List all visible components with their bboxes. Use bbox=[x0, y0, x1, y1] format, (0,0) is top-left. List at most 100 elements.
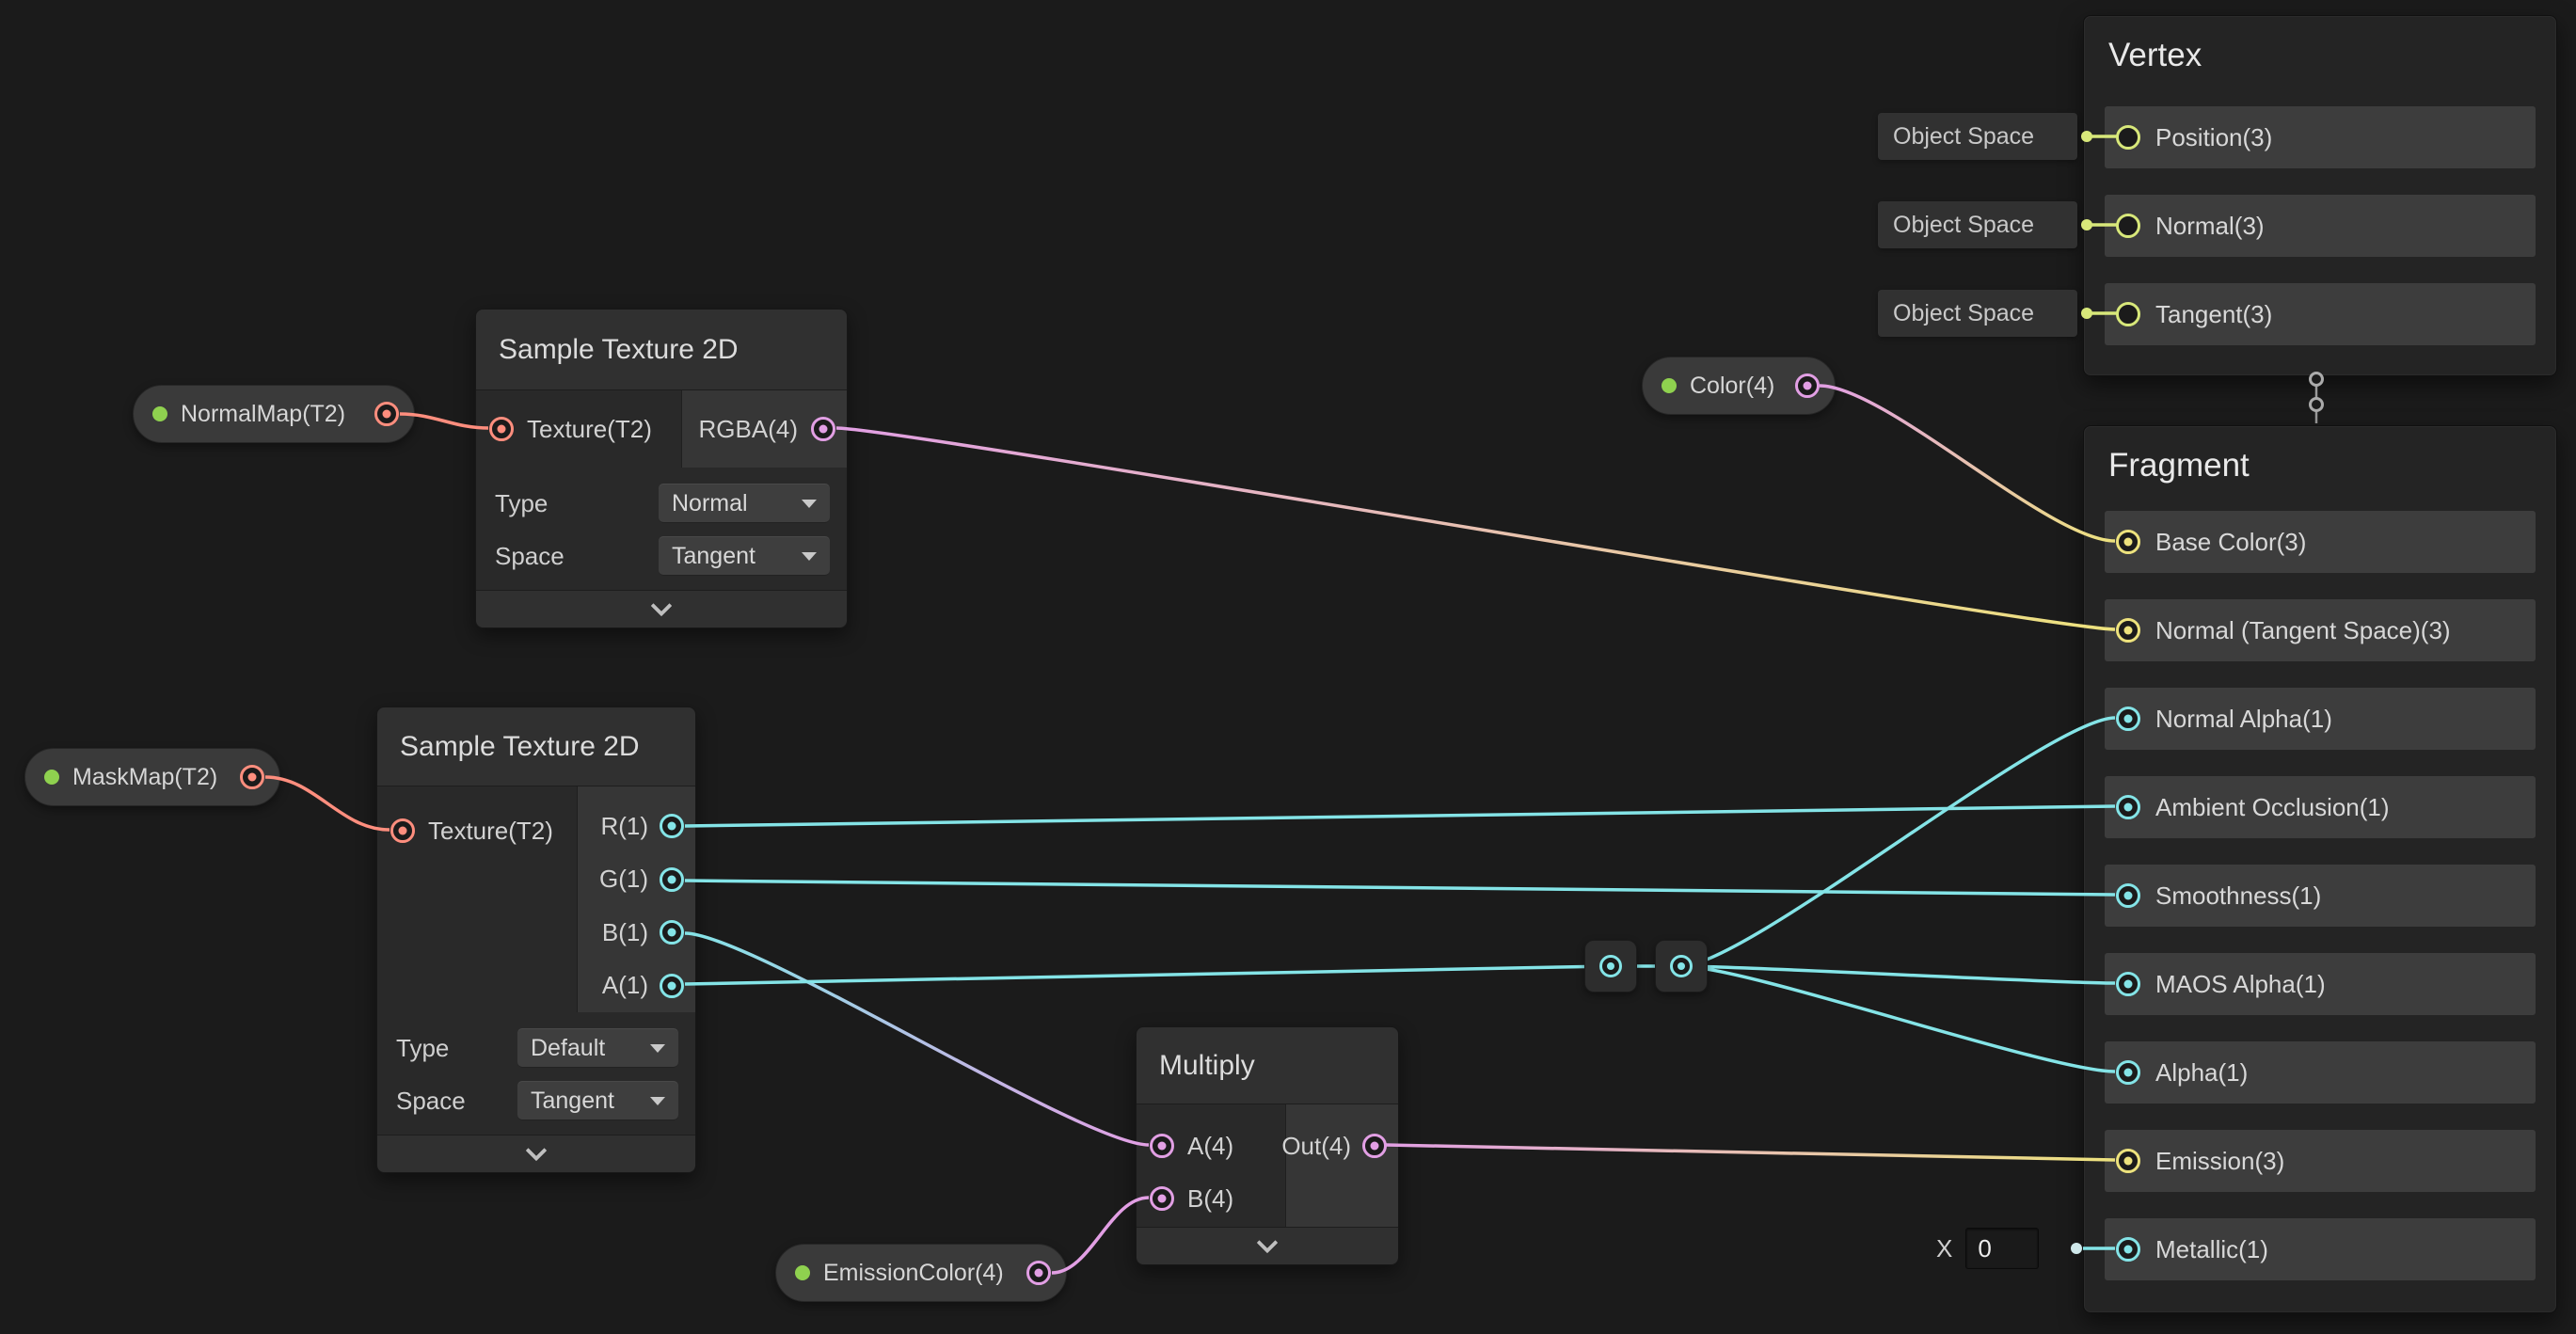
node-title: Sample Texture 2D bbox=[400, 730, 640, 762]
property-label-emissioncolor: EmissionColor(4) bbox=[823, 1259, 1004, 1286]
metallic-port[interactable] bbox=[2116, 1237, 2140, 1262]
metallic-default-widget: X 0 bbox=[1936, 1228, 2040, 1269]
maos-alpha-port[interactable] bbox=[2116, 972, 2140, 996]
space-label: Space bbox=[495, 541, 564, 570]
normal-tangent-space-port[interactable] bbox=[2116, 618, 2140, 643]
normal-space-port[interactable] bbox=[2081, 219, 2092, 230]
ambient-occlusion-port[interactable] bbox=[2116, 795, 2140, 819]
smoothness-port[interactable] bbox=[2116, 883, 2140, 908]
node-title-bar[interactable]: Sample Texture 2D bbox=[377, 707, 695, 786]
block-label: Normal Alpha(1) bbox=[2155, 704, 2332, 733]
node-sample-texture-2d-2[interactable]: Sample Texture 2D Texture(T2) R(1) G(1) bbox=[376, 707, 696, 1173]
block-row-smoothness[interactable]: Smoothness(1) bbox=[2105, 865, 2536, 927]
context-vertex[interactable]: Vertex Position(3) Normal(3) Tangent(3) bbox=[2083, 15, 2557, 376]
context-fragment[interactable]: Fragment Base Color(3) Normal (Tangent S… bbox=[2083, 425, 2557, 1313]
position-space-dropdown[interactable]: Object Space bbox=[1878, 113, 2077, 160]
context-stack-connector[interactable] bbox=[2303, 369, 2330, 434]
block-label: Ambient Occlusion(1) bbox=[2155, 792, 2390, 821]
node-title-bar[interactable]: Multiply bbox=[1137, 1027, 1398, 1104]
type-dropdown-2[interactable]: Default bbox=[517, 1028, 678, 1068]
type-label: Type bbox=[396, 1033, 450, 1062]
preview-collapse-button[interactable] bbox=[1137, 1227, 1398, 1264]
tangent-space-dropdown[interactable]: Object Space bbox=[1878, 290, 2077, 337]
space-value: Object Space bbox=[1893, 211, 2035, 238]
block-row-tangent[interactable]: Tangent(3) bbox=[2105, 283, 2536, 345]
node-sample-texture-2d-1[interactable]: Sample Texture 2D Texture(T2) RGBA(4) Ty… bbox=[475, 309, 848, 628]
metallic-value-input[interactable]: 0 bbox=[1965, 1228, 2040, 1269]
tangent-space-port[interactable] bbox=[2081, 308, 2092, 319]
normal-port[interactable] bbox=[2116, 214, 2140, 238]
normal-space-dropdown[interactable]: Object Space bbox=[1878, 201, 2077, 248]
block-label: Smoothness(1) bbox=[2155, 881, 2322, 910]
texture-input-label: Texture(T2) bbox=[428, 816, 553, 845]
block-label: Tangent(3) bbox=[2155, 299, 2273, 328]
position-port[interactable] bbox=[2116, 125, 2140, 150]
r-output-label: R(1) bbox=[600, 811, 648, 840]
block-row-base-color[interactable]: Base Color(3) bbox=[2105, 511, 2536, 573]
block-row-ambient-occlusion[interactable]: Ambient Occlusion(1) bbox=[2105, 776, 2536, 838]
block-row-position[interactable]: Position(3) bbox=[2105, 106, 2536, 168]
rgba-output-port[interactable] bbox=[811, 417, 835, 441]
chevron-down-icon bbox=[650, 595, 673, 616]
normal-alpha-port[interactable] bbox=[2116, 707, 2140, 731]
chevron-down-icon bbox=[650, 1043, 665, 1053]
property-node-emissioncolor[interactable]: EmissionColor(4) bbox=[775, 1244, 1067, 1302]
alpha-port[interactable] bbox=[2116, 1060, 2140, 1085]
redirect-port[interactable] bbox=[1670, 955, 1693, 977]
texture-input-port-2[interactable] bbox=[390, 818, 415, 843]
chevron-down-icon bbox=[650, 1096, 665, 1105]
node-title: Sample Texture 2D bbox=[499, 333, 739, 365]
emissioncolor-output-port[interactable] bbox=[1026, 1261, 1051, 1285]
multiply-a-label: A(4) bbox=[1187, 1131, 1234, 1160]
preview-collapse-button[interactable] bbox=[377, 1135, 695, 1172]
space-value: Tangent bbox=[672, 542, 755, 569]
type-dropdown-1[interactable]: Normal bbox=[659, 484, 830, 523]
multiply-b-label: B(4) bbox=[1187, 1183, 1234, 1213]
b-output-label: B(1) bbox=[601, 917, 648, 946]
a-output-port[interactable] bbox=[660, 973, 684, 998]
block-row-metallic[interactable]: Metallic(1) bbox=[2105, 1218, 2536, 1280]
multiply-out-port[interactable] bbox=[1362, 1134, 1387, 1158]
color-output-port[interactable] bbox=[1795, 373, 1820, 398]
tangent-port[interactable] bbox=[2116, 302, 2140, 326]
block-label: MAOS Alpha(1) bbox=[2155, 969, 2326, 998]
block-label: Normal(3) bbox=[2155, 211, 2265, 240]
block-row-normal-alpha[interactable]: Normal Alpha(1) bbox=[2105, 688, 2536, 750]
exposed-property-icon bbox=[795, 1265, 810, 1280]
normalmap-output-port[interactable] bbox=[374, 402, 399, 426]
space-dropdown-1[interactable]: Tangent bbox=[659, 536, 830, 576]
b-output-port[interactable] bbox=[660, 920, 684, 945]
redirect-port[interactable] bbox=[1599, 955, 1622, 977]
metallic-input-port[interactable] bbox=[2071, 1243, 2082, 1254]
block-row-maos-alpha[interactable]: MAOS Alpha(1) bbox=[2105, 953, 2536, 1015]
base-color-port[interactable] bbox=[2116, 530, 2140, 554]
block-row-normal[interactable]: Normal(3) bbox=[2105, 195, 2536, 257]
position-space-port[interactable] bbox=[2081, 131, 2092, 142]
chevron-down-icon bbox=[802, 551, 817, 561]
space-dropdown-2[interactable]: Tangent bbox=[517, 1081, 678, 1120]
r-output-port[interactable] bbox=[660, 814, 684, 839]
property-label-normalmap: NormalMap(T2) bbox=[181, 400, 346, 427]
space-value: Object Space bbox=[1893, 122, 2035, 150]
property-node-normalmap[interactable]: NormalMap(T2) bbox=[133, 385, 415, 443]
node-title: Multiply bbox=[1159, 1049, 1255, 1081]
property-node-color[interactable]: Color(4) bbox=[1642, 357, 1836, 415]
multiply-b-input-port[interactable] bbox=[1150, 1186, 1174, 1211]
block-row-alpha[interactable]: Alpha(1) bbox=[2105, 1041, 2536, 1104]
maskmap-output-port[interactable] bbox=[240, 765, 264, 789]
node-title-bar[interactable]: Sample Texture 2D bbox=[476, 310, 847, 390]
block-row-emission[interactable]: Emission(3) bbox=[2105, 1130, 2536, 1192]
redirect-node-2[interactable] bbox=[1655, 940, 1708, 993]
emission-port[interactable] bbox=[2116, 1149, 2140, 1173]
property-node-maskmap[interactable]: MaskMap(T2) bbox=[24, 748, 280, 806]
texture-input-port-1[interactable] bbox=[489, 417, 514, 441]
metallic-value: 0 bbox=[1978, 1233, 1992, 1263]
g-output-port[interactable] bbox=[660, 866, 684, 892]
redirect-node-1[interactable] bbox=[1584, 940, 1637, 993]
preview-collapse-button[interactable] bbox=[476, 590, 847, 627]
block-row-normal-tangent-space[interactable]: Normal (Tangent Space)(3) bbox=[2105, 599, 2536, 661]
node-multiply[interactable]: Multiply A(4) B(4) Out(4) bbox=[1136, 1026, 1399, 1265]
chevron-down-icon bbox=[1256, 1231, 1279, 1253]
multiply-a-input-port[interactable] bbox=[1150, 1134, 1174, 1158]
